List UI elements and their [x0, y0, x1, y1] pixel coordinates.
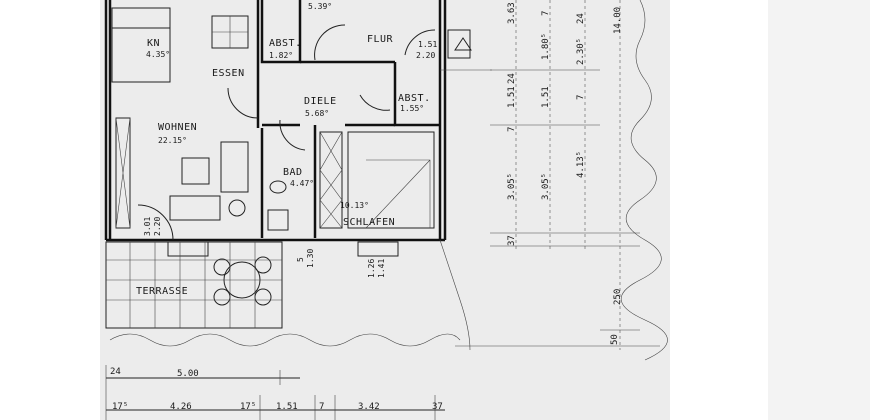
elevator-symbol — [447, 29, 471, 59]
dim-bottom-2: 5.00 — [177, 369, 199, 379]
furniture — [115, 15, 435, 306]
living-door-label-1: 3.01 — [143, 217, 152, 236]
dim-right-c3-1: 24 — [576, 13, 586, 24]
dimension-lines — [105, 0, 660, 420]
room-area-hall: 5.39° — [308, 2, 332, 11]
dim-bottom-6: 1.51 — [276, 402, 298, 412]
dim-right-c4-1: 14.00 — [613, 7, 623, 34]
dim-right-c1-6: 37 — [507, 235, 517, 246]
dim-right-c1-3: 1.51 — [507, 86, 517, 108]
room-area-storage1: 1.82° — [269, 51, 293, 60]
door-width: 1.51 — [418, 40, 437, 49]
dim-right-c2-4: 3.05⁵ — [541, 173, 551, 200]
dim-bottom-4: 4.26 — [170, 402, 192, 412]
dim-right-c1-2: 24 — [507, 73, 517, 84]
dim-bottom-7: 7 — [319, 402, 324, 412]
room-name-storage2: ABST. — [398, 93, 431, 104]
room-area-bedroom: 10.13° — [340, 201, 369, 210]
living-door-label-2: 2.20 — [153, 217, 162, 236]
dim-bottom-1: 24 — [110, 367, 121, 377]
dim-right-c1-5: 3.05⁵ — [507, 173, 517, 200]
hedge-outline — [620, 0, 668, 361]
dim-right-c2-2: 1.80⁵ — [541, 33, 551, 60]
window1-label-2: 1.30 — [306, 249, 315, 268]
dim-right-c4-2: 250 — [613, 289, 623, 305]
window2-label-1: 1.26 — [367, 259, 376, 278]
dim-right-c4-3: 50 — [610, 334, 620, 345]
dim-right-c3-2: 2.30⁵ — [576, 38, 586, 65]
room-area-kitchen: 4.35° — [146, 50, 170, 59]
walls — [104, 0, 447, 242]
door-height: 2.20 — [416, 51, 435, 60]
room-name-bath: BAD — [283, 167, 303, 178]
room-name-lobby: DIELE — [304, 96, 337, 107]
room-name-storage1: ABST. — [269, 38, 302, 49]
north-marker-icon — [454, 37, 472, 51]
dim-bottom-8: 3.42 — [358, 402, 380, 412]
window1-label-1: 5 — [296, 257, 305, 262]
room-name-dining: ESSEN — [212, 68, 245, 79]
room-name-living: WOHNEN — [158, 122, 197, 133]
room-area-storage2: 1.55° — [400, 104, 424, 113]
door-swings — [137, 24, 436, 241]
dim-bottom-5: 17⁵ — [240, 402, 256, 412]
dim-right-c3-4: 4.13⁵ — [576, 151, 586, 178]
blank-panel — [768, 0, 870, 420]
dim-bottom-9: 37 — [432, 402, 443, 412]
room-name-hall: FLUR — [367, 34, 394, 45]
dim-bottom-3: 17⁵ — [112, 402, 128, 412]
room-area-bath: 4.47° — [290, 179, 314, 188]
terrace-area — [105, 239, 471, 351]
dim-right-c1-1: 3.63 — [507, 2, 517, 24]
window2-label-2: 1.41 — [377, 259, 386, 278]
room-name-bedroom: SCHLAFEN — [343, 217, 395, 228]
room-name-terrace: TERRASSE — [136, 286, 188, 297]
room-area-lobby: 5.68° — [305, 109, 329, 118]
dim-right-c2-3: 1.51 — [541, 86, 551, 108]
dim-right-c1-4: 7 — [507, 127, 517, 132]
room-area-living: 22.15° — [158, 136, 187, 145]
dim-right-c2-1: 7 — [541, 11, 551, 16]
room-name-kitchen: KN — [147, 38, 160, 49]
dim-right-c3-3: 7 — [576, 95, 586, 100]
